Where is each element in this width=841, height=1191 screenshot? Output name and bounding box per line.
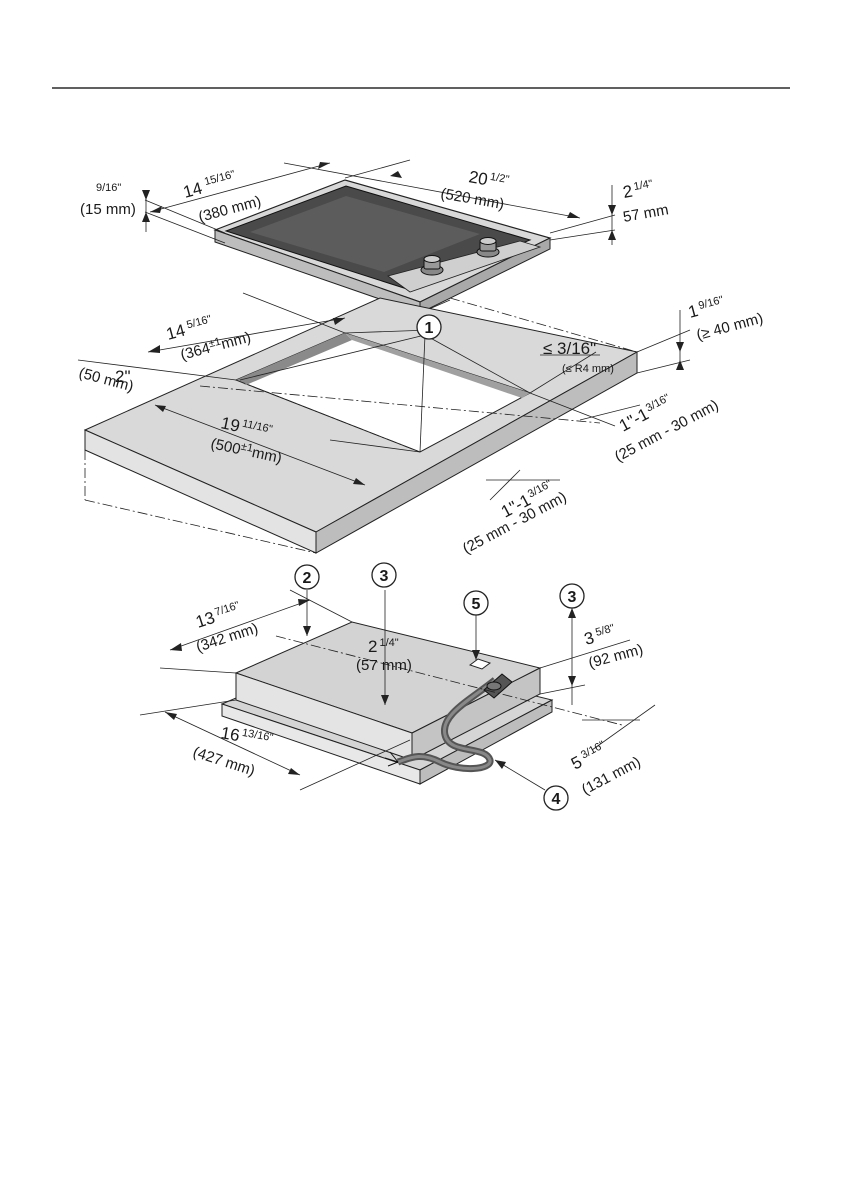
svg-text:19/16": 19/16" bbox=[686, 294, 727, 322]
svg-text:(≤ R4 mm): (≤ R4 mm) bbox=[562, 363, 614, 375]
dim-top-rim: 9/16" (15 mm) bbox=[80, 182, 136, 218]
dim-top-width: 201/2" (520 mm) bbox=[439, 167, 510, 213]
callout-3-right: 3 bbox=[560, 584, 584, 608]
control-knob-icon bbox=[421, 256, 443, 276]
svg-text:35/8": 35/8" bbox=[582, 622, 618, 649]
svg-text:53/16": 53/16" bbox=[568, 739, 610, 774]
callout-5: 5 bbox=[464, 591, 488, 615]
dim-countertop-thickness: 19/16" (≥ 40 mm) bbox=[686, 294, 765, 344]
svg-text:1415/16": 1415/16" bbox=[181, 168, 239, 201]
svg-text:21/4": 21/4" bbox=[621, 178, 655, 202]
svg-text:5: 5 bbox=[472, 596, 481, 613]
svg-text:(427 mm): (427 mm) bbox=[191, 744, 257, 780]
svg-text:≤ 3/16": ≤ 3/16" bbox=[543, 339, 596, 358]
hob-underside-view bbox=[222, 622, 622, 784]
svg-text:(15 mm): (15 mm) bbox=[80, 201, 136, 218]
svg-text:3: 3 bbox=[380, 568, 389, 585]
control-knob-icon bbox=[477, 238, 499, 258]
dim-underside-depth: 137/16" (342 mm) bbox=[193, 599, 260, 655]
svg-text:1: 1 bbox=[425, 320, 434, 337]
callout-1: 1 bbox=[417, 315, 441, 339]
callout-4: 4 bbox=[544, 786, 568, 810]
svg-text:3: 3 bbox=[568, 589, 577, 606]
svg-text:4: 4 bbox=[552, 791, 561, 808]
svg-text:(364±1mm): (364±1mm) bbox=[178, 328, 252, 364]
dim-underside-offset: 53/16" (131 mm) bbox=[568, 739, 644, 799]
svg-text:9/16": 9/16" bbox=[96, 182, 121, 194]
svg-text:(≥ 40 mm): (≥ 40 mm) bbox=[695, 310, 765, 344]
svg-text:2: 2 bbox=[303, 570, 312, 587]
svg-text:57 mm: 57 mm bbox=[622, 201, 670, 226]
dim-rear-clearance: 1"-13/16" (25 mm - 30 mm) bbox=[460, 478, 570, 558]
dim-top-height: 21/4" 57 mm bbox=[621, 178, 669, 226]
svg-text:201/2": 201/2" bbox=[467, 167, 510, 193]
svg-text:(131 mm): (131 mm) bbox=[579, 753, 644, 798]
svg-text:(57 mm): (57 mm) bbox=[356, 657, 412, 674]
callout-2: 2 bbox=[295, 565, 319, 589]
dim-front-edge: 2" (50 mm) bbox=[77, 364, 135, 395]
dim-cutout-depth: 145/16" (364±1mm) bbox=[164, 313, 253, 364]
dim-underside-box-height: 35/8" (92 mm) bbox=[582, 622, 645, 672]
dim-side-clearance: 1"-13/16" (25 mm - 30 mm) bbox=[612, 392, 722, 466]
dim-underside-width: 1613/16" (427 mm) bbox=[191, 723, 274, 779]
callout-3: 3 bbox=[372, 563, 396, 587]
